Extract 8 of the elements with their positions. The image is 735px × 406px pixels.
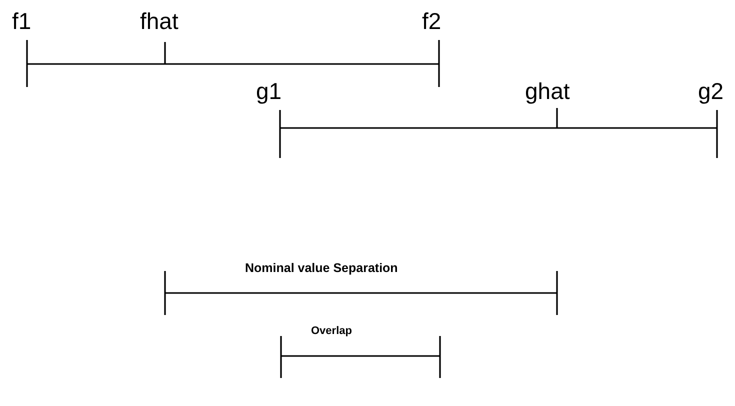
- interval-end-label: f1: [12, 10, 32, 33]
- interval-end-label: f2: [422, 10, 442, 33]
- midpoint-label: fhat: [140, 10, 178, 33]
- interval-end-label: g2: [698, 80, 724, 103]
- dimension-label: Nominal value Separation: [245, 262, 398, 274]
- dimension-label: Overlap: [311, 326, 352, 337]
- interval-end-label: g1: [256, 80, 282, 103]
- midpoint-label: ghat: [525, 80, 570, 103]
